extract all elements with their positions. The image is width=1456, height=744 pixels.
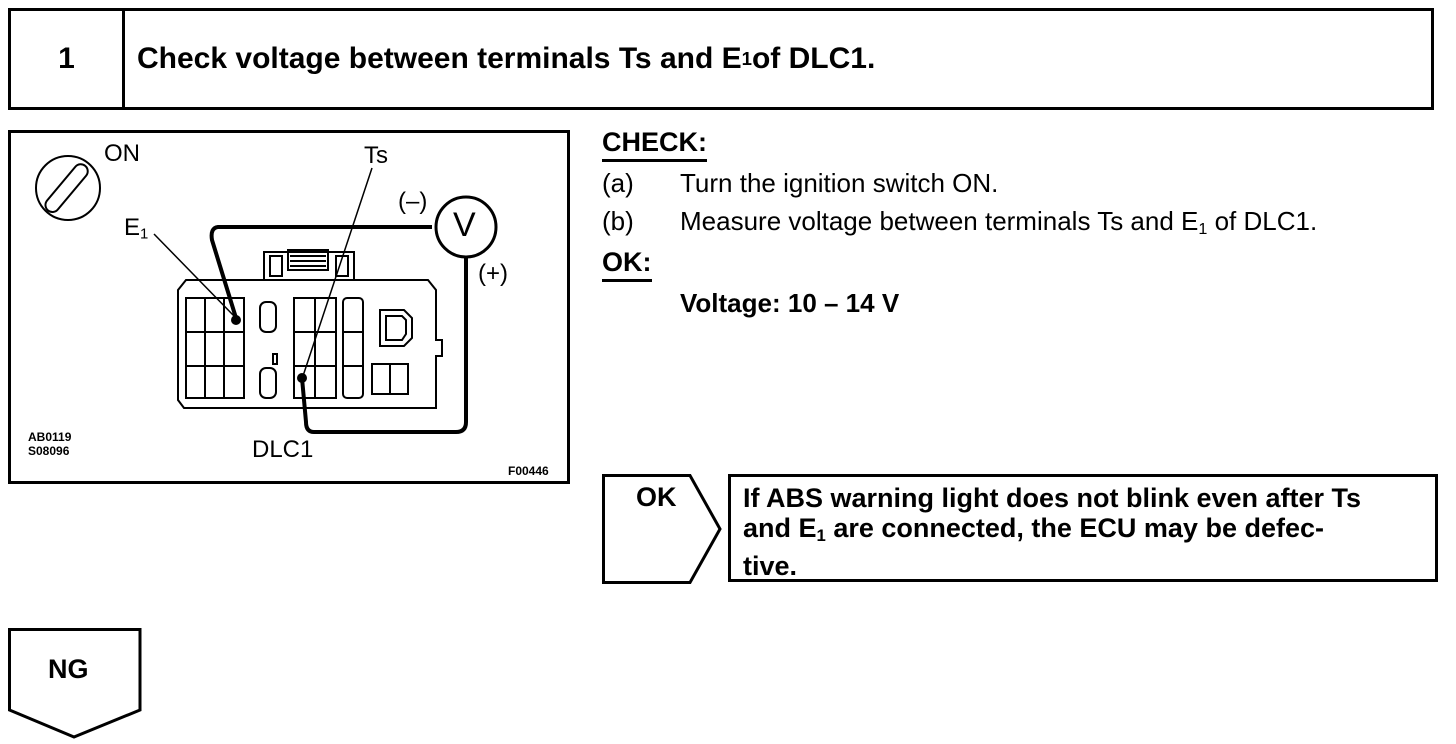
check-item-a-index: (a) [602, 168, 634, 198]
e1-probe-point [231, 315, 241, 325]
check-item-b-text-end: of DLC1. [1207, 206, 1318, 236]
ok-result-line-2-end: are connected, the ECU may be defec- [825, 513, 1324, 543]
step-title-main: Check voltage between terminals Ts and E [137, 42, 742, 75]
label-e1: E1 [124, 214, 148, 243]
voltage-spec: Voltage: 10 – 14 V [680, 288, 900, 318]
label-e-subscript: 1 [140, 226, 149, 243]
label-e: E [124, 214, 141, 241]
step-title-subscript: 1 [741, 48, 752, 69]
label-ts: Ts [364, 142, 388, 169]
ng-arrow-shape [8, 628, 142, 739]
ng-label: NG [48, 654, 89, 684]
label-minus: (–) [398, 188, 428, 215]
check-item-a: (a) Turn the ignition switch ON. [602, 168, 1442, 200]
figure-frame [8, 130, 570, 484]
check-item-b-text-main: Measure voltage between terminals Ts and… [680, 206, 1199, 236]
ok-result-line-2-main: and E [743, 513, 817, 543]
label-on: ON [104, 140, 140, 167]
ok-result-line-3: tive. [743, 551, 798, 582]
dlc1-diagram: ON Ts (–) (+) V E1 DLC1 AB0119 S08096 F0… [8, 130, 570, 484]
voltmeter-icon [434, 195, 498, 259]
figure-code-1: AB0119 [28, 430, 72, 444]
figure-code-2: S08096 [28, 444, 70, 458]
check-item-a-text: Turn the ignition switch ON. [680, 168, 999, 198]
ok-arrow-shape [602, 474, 722, 584]
test-leads [209, 225, 468, 434]
step-header: 1 Check voltage between terminals Ts and… [8, 8, 1434, 110]
label-dlc1: DLC1 [252, 436, 314, 463]
ignition-key-icon [35, 155, 101, 221]
ok-result-line-1: If ABS warning light does not blink even… [743, 483, 1362, 513]
figure-id: F00446 [508, 464, 549, 478]
check-item-b-subscript: 1 [1198, 220, 1208, 239]
step-title-end: of DLC1. [751, 42, 876, 75]
ok-result-subscript: 1 [816, 526, 826, 546]
dlc1-diagram-drawing [8, 130, 570, 484]
step-number: 1 [11, 11, 125, 107]
check-item-b: (b) Measure voltage between terminals Ts… [602, 206, 1442, 238]
ts-probe-point [297, 373, 307, 383]
ok-result-box: If ABS warning light does not blink even… [728, 474, 1438, 582]
ok-label: OK [636, 482, 677, 512]
check-heading: CHECK: [602, 127, 707, 162]
check-item-b-text: Measure voltage between terminals Ts and… [680, 206, 1317, 239]
dlc1-connector [177, 249, 443, 409]
ts-callout-line [302, 167, 373, 377]
check-item-b-index: (b) [602, 206, 634, 236]
e1-callout-line [153, 233, 235, 317]
ok-heading: OK: [602, 247, 652, 282]
step-title: Check voltage between terminals Ts and E… [137, 11, 875, 107]
label-plus: (+) [478, 260, 508, 287]
label-voltmeter: V [453, 206, 476, 244]
ok-result-line-2: and E1 are connected, the ECU may be def… [743, 513, 1425, 551]
